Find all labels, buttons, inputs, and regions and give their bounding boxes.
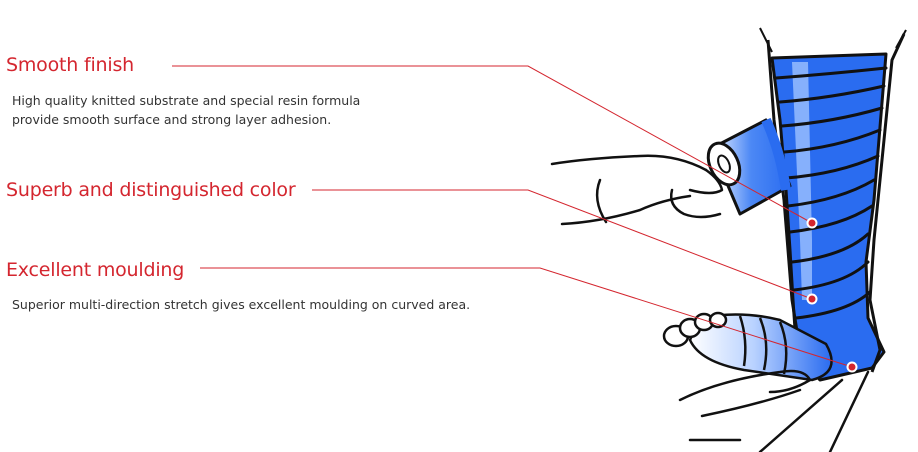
feature-title-color: Superb and distinguished color	[6, 179, 296, 201]
lower-hand	[678, 369, 870, 452]
feature-title-moulding: Excellent moulding	[6, 259, 185, 281]
upper-hand	[550, 154, 724, 226]
feature-title-smooth-finish: Smooth finish	[6, 54, 134, 76]
feature-description-smooth-finish: High quality knitted substrate and speci…	[12, 91, 360, 129]
leader-lines	[172, 65, 853, 368]
foot-cast	[688, 313, 833, 382]
leader-line-color	[312, 189, 813, 300]
marker-moulding	[846, 361, 858, 373]
foot-wrap-lines	[738, 315, 788, 375]
marker-color	[806, 293, 818, 305]
marker-smooth-finish	[806, 217, 818, 229]
foot-toes	[662, 311, 728, 348]
description-line: High quality knitted substrate and speci…	[12, 93, 361, 108]
description-line: provide smooth surface and strong layer …	[12, 112, 332, 127]
cast-wrap-lines	[774, 66, 888, 320]
leader-line-moulding	[200, 267, 853, 368]
feature-description-moulding: Superior multi-direction stretch gives e…	[12, 295, 470, 314]
callout-markers	[806, 217, 858, 373]
description-line: Superior multi-direction stretch gives e…	[12, 297, 471, 312]
leader-line-smooth-finish	[172, 65, 813, 224]
